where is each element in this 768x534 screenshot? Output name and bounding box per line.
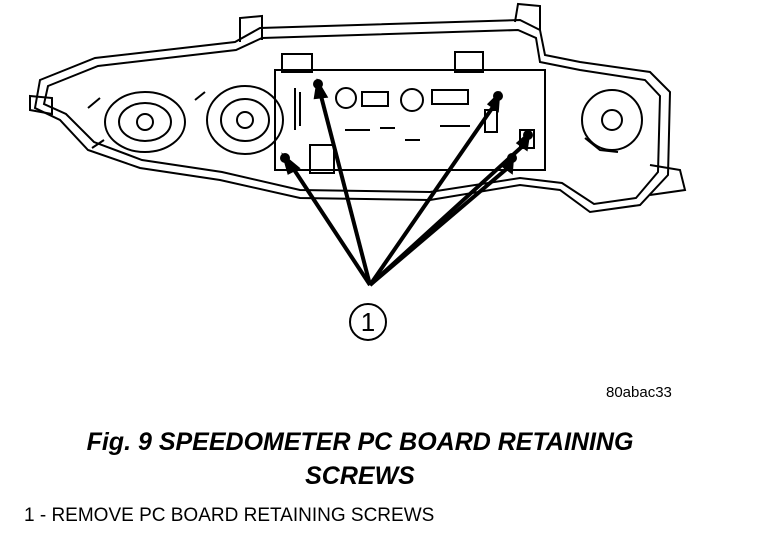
figure-caption: Fig. 9 SPEEDOMETER PC BOARD RETAINING SC… <box>86 428 634 490</box>
legend-item: 1 - REMOVE PC BOARD RETAINING SCREWS <box>24 505 435 526</box>
pc-board <box>274 51 546 174</box>
image-code: 80abac33 <box>606 384 672 401</box>
left-gauges <box>87 85 284 155</box>
callout-arrows <box>281 78 531 287</box>
cluster-housing <box>29 2 687 214</box>
callout-number: 1 <box>361 307 375 337</box>
callout-marker: 1 <box>349 303 387 341</box>
right-gauge <box>581 89 643 153</box>
